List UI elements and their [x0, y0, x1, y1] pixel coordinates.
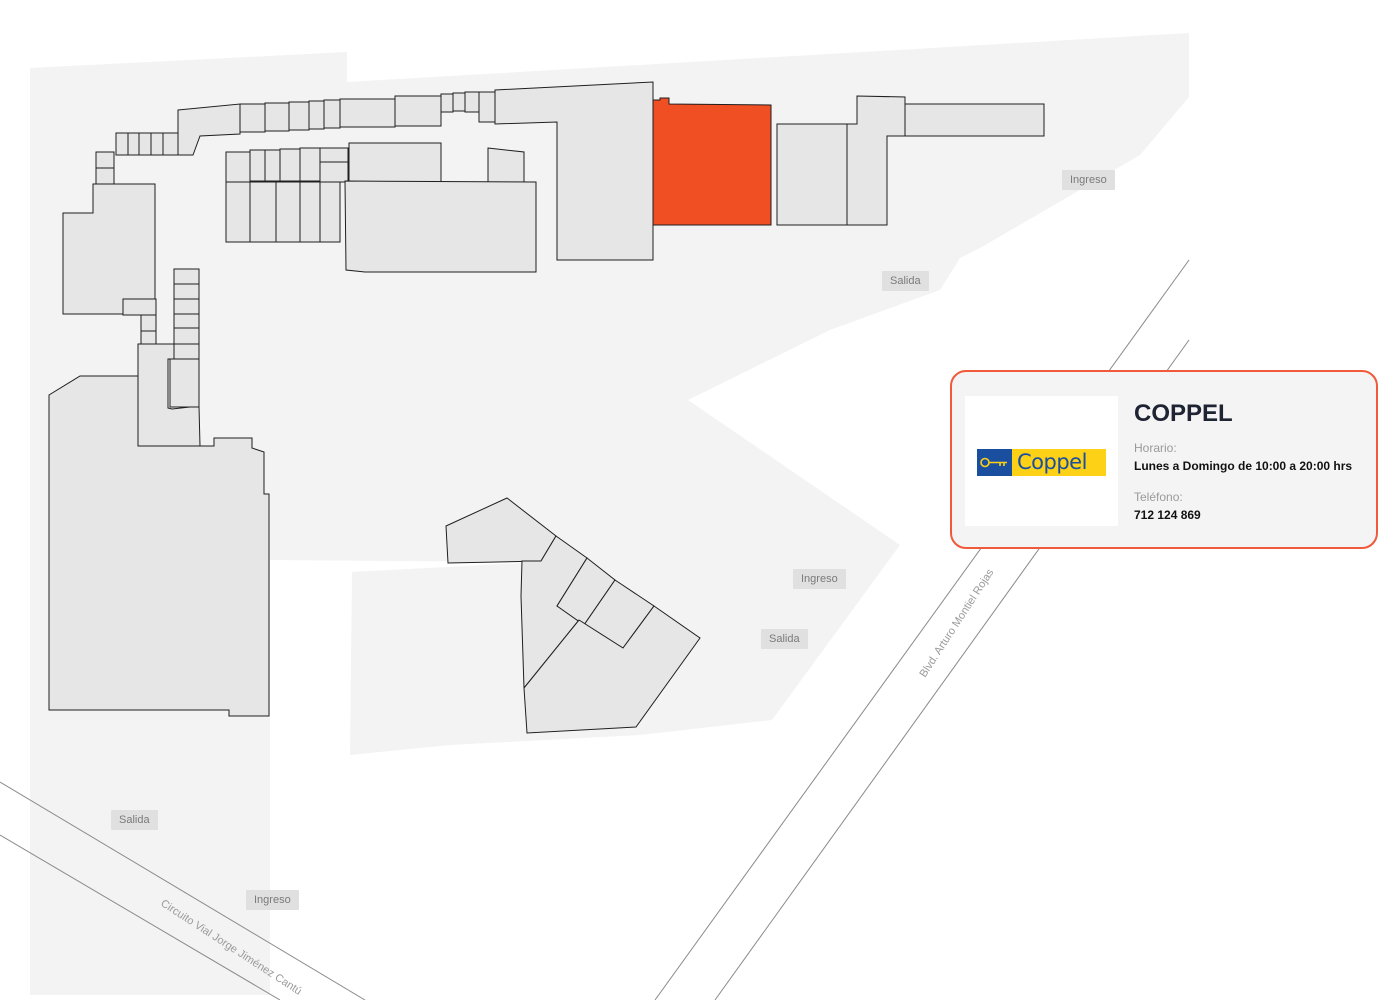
store[interactable]: [319, 181, 341, 243]
store-group-right: [776, 95, 1045, 226]
hours-value: Lunes a Domingo de 10:00 a 20:00 hrs: [1134, 459, 1353, 473]
logo-wordmark: Coppel: [1012, 449, 1106, 476]
store[interactable]: [275, 181, 301, 243]
store[interactable]: [440, 93, 454, 113]
store[interactable]: [150, 132, 164, 156]
store-info-card: Coppel COPPEL Horario: Lunes a Domingo d…: [950, 370, 1378, 549]
exit-label: Salida: [882, 271, 929, 291]
phone-label: Teléfono:: [1134, 490, 1183, 504]
store[interactable]: [173, 283, 200, 300]
store[interactable]: [62, 183, 156, 315]
phone-value: 712 124 869: [1134, 508, 1201, 522]
store-coppel-selected[interactable]: [652, 97, 772, 226]
store[interactable]: [487, 147, 525, 184]
store[interactable]: [288, 101, 310, 131]
store[interactable]: [308, 100, 325, 130]
store[interactable]: [249, 181, 277, 243]
store[interactable]: [95, 151, 115, 169]
road-line: [0, 834, 281, 1000]
store[interactable]: [239, 103, 266, 133]
store[interactable]: [173, 327, 200, 345]
exit-label: Salida: [761, 629, 808, 649]
store[interactable]: [394, 95, 442, 127]
store[interactable]: [173, 313, 200, 329]
store[interactable]: [115, 132, 129, 156]
store[interactable]: [95, 167, 115, 185]
entrance-label: Ingreso: [793, 569, 846, 589]
store[interactable]: [173, 298, 200, 315]
store[interactable]: [323, 99, 341, 129]
store[interactable]: [299, 181, 321, 243]
store-group-left: [48, 151, 270, 717]
store[interactable]: [264, 102, 290, 132]
store[interactable]: [348, 142, 442, 184]
store[interactable]: [339, 98, 396, 128]
store[interactable]: [464, 91, 480, 113]
store[interactable]: [162, 132, 179, 156]
store[interactable]: [776, 123, 848, 226]
store[interactable]: [48, 375, 270, 717]
store[interactable]: [299, 147, 321, 182]
store[interactable]: [249, 149, 266, 182]
store[interactable]: [225, 151, 251, 183]
key-icon: [977, 449, 1012, 476]
store[interactable]: [225, 181, 251, 243]
road-line: [0, 781, 366, 1000]
coppel-logo: Coppel: [977, 449, 1106, 476]
store[interactable]: [140, 330, 157, 345]
store[interactable]: [173, 343, 200, 360]
store[interactable]: [127, 132, 140, 156]
store-group-middle: [225, 142, 537, 273]
store[interactable]: [319, 161, 349, 183]
store[interactable]: [122, 298, 157, 316]
store[interactable]: [452, 92, 466, 112]
store[interactable]: [494, 81, 654, 261]
store[interactable]: [344, 180, 537, 273]
store[interactable]: [138, 132, 152, 156]
entrance-label: Ingreso: [246, 890, 299, 910]
store[interactable]: [169, 358, 200, 408]
store-group-south: [445, 497, 701, 734]
store-logo: Coppel: [965, 396, 1118, 526]
hours-label: Horario:: [1134, 441, 1177, 455]
store[interactable]: [904, 103, 1045, 137]
store-group-top-corridor: [115, 81, 654, 261]
store-name: COPPEL: [1134, 400, 1233, 427]
entrance-label: Ingreso: [1062, 170, 1115, 190]
store[interactable]: [264, 149, 281, 182]
exit-label: Salida: [111, 810, 158, 830]
store[interactable]: [478, 91, 496, 123]
store[interactable]: [173, 268, 200, 285]
store[interactable]: [523, 605, 701, 734]
store[interactable]: [140, 314, 157, 332]
store[interactable]: [319, 147, 349, 163]
store[interactable]: [279, 148, 301, 182]
